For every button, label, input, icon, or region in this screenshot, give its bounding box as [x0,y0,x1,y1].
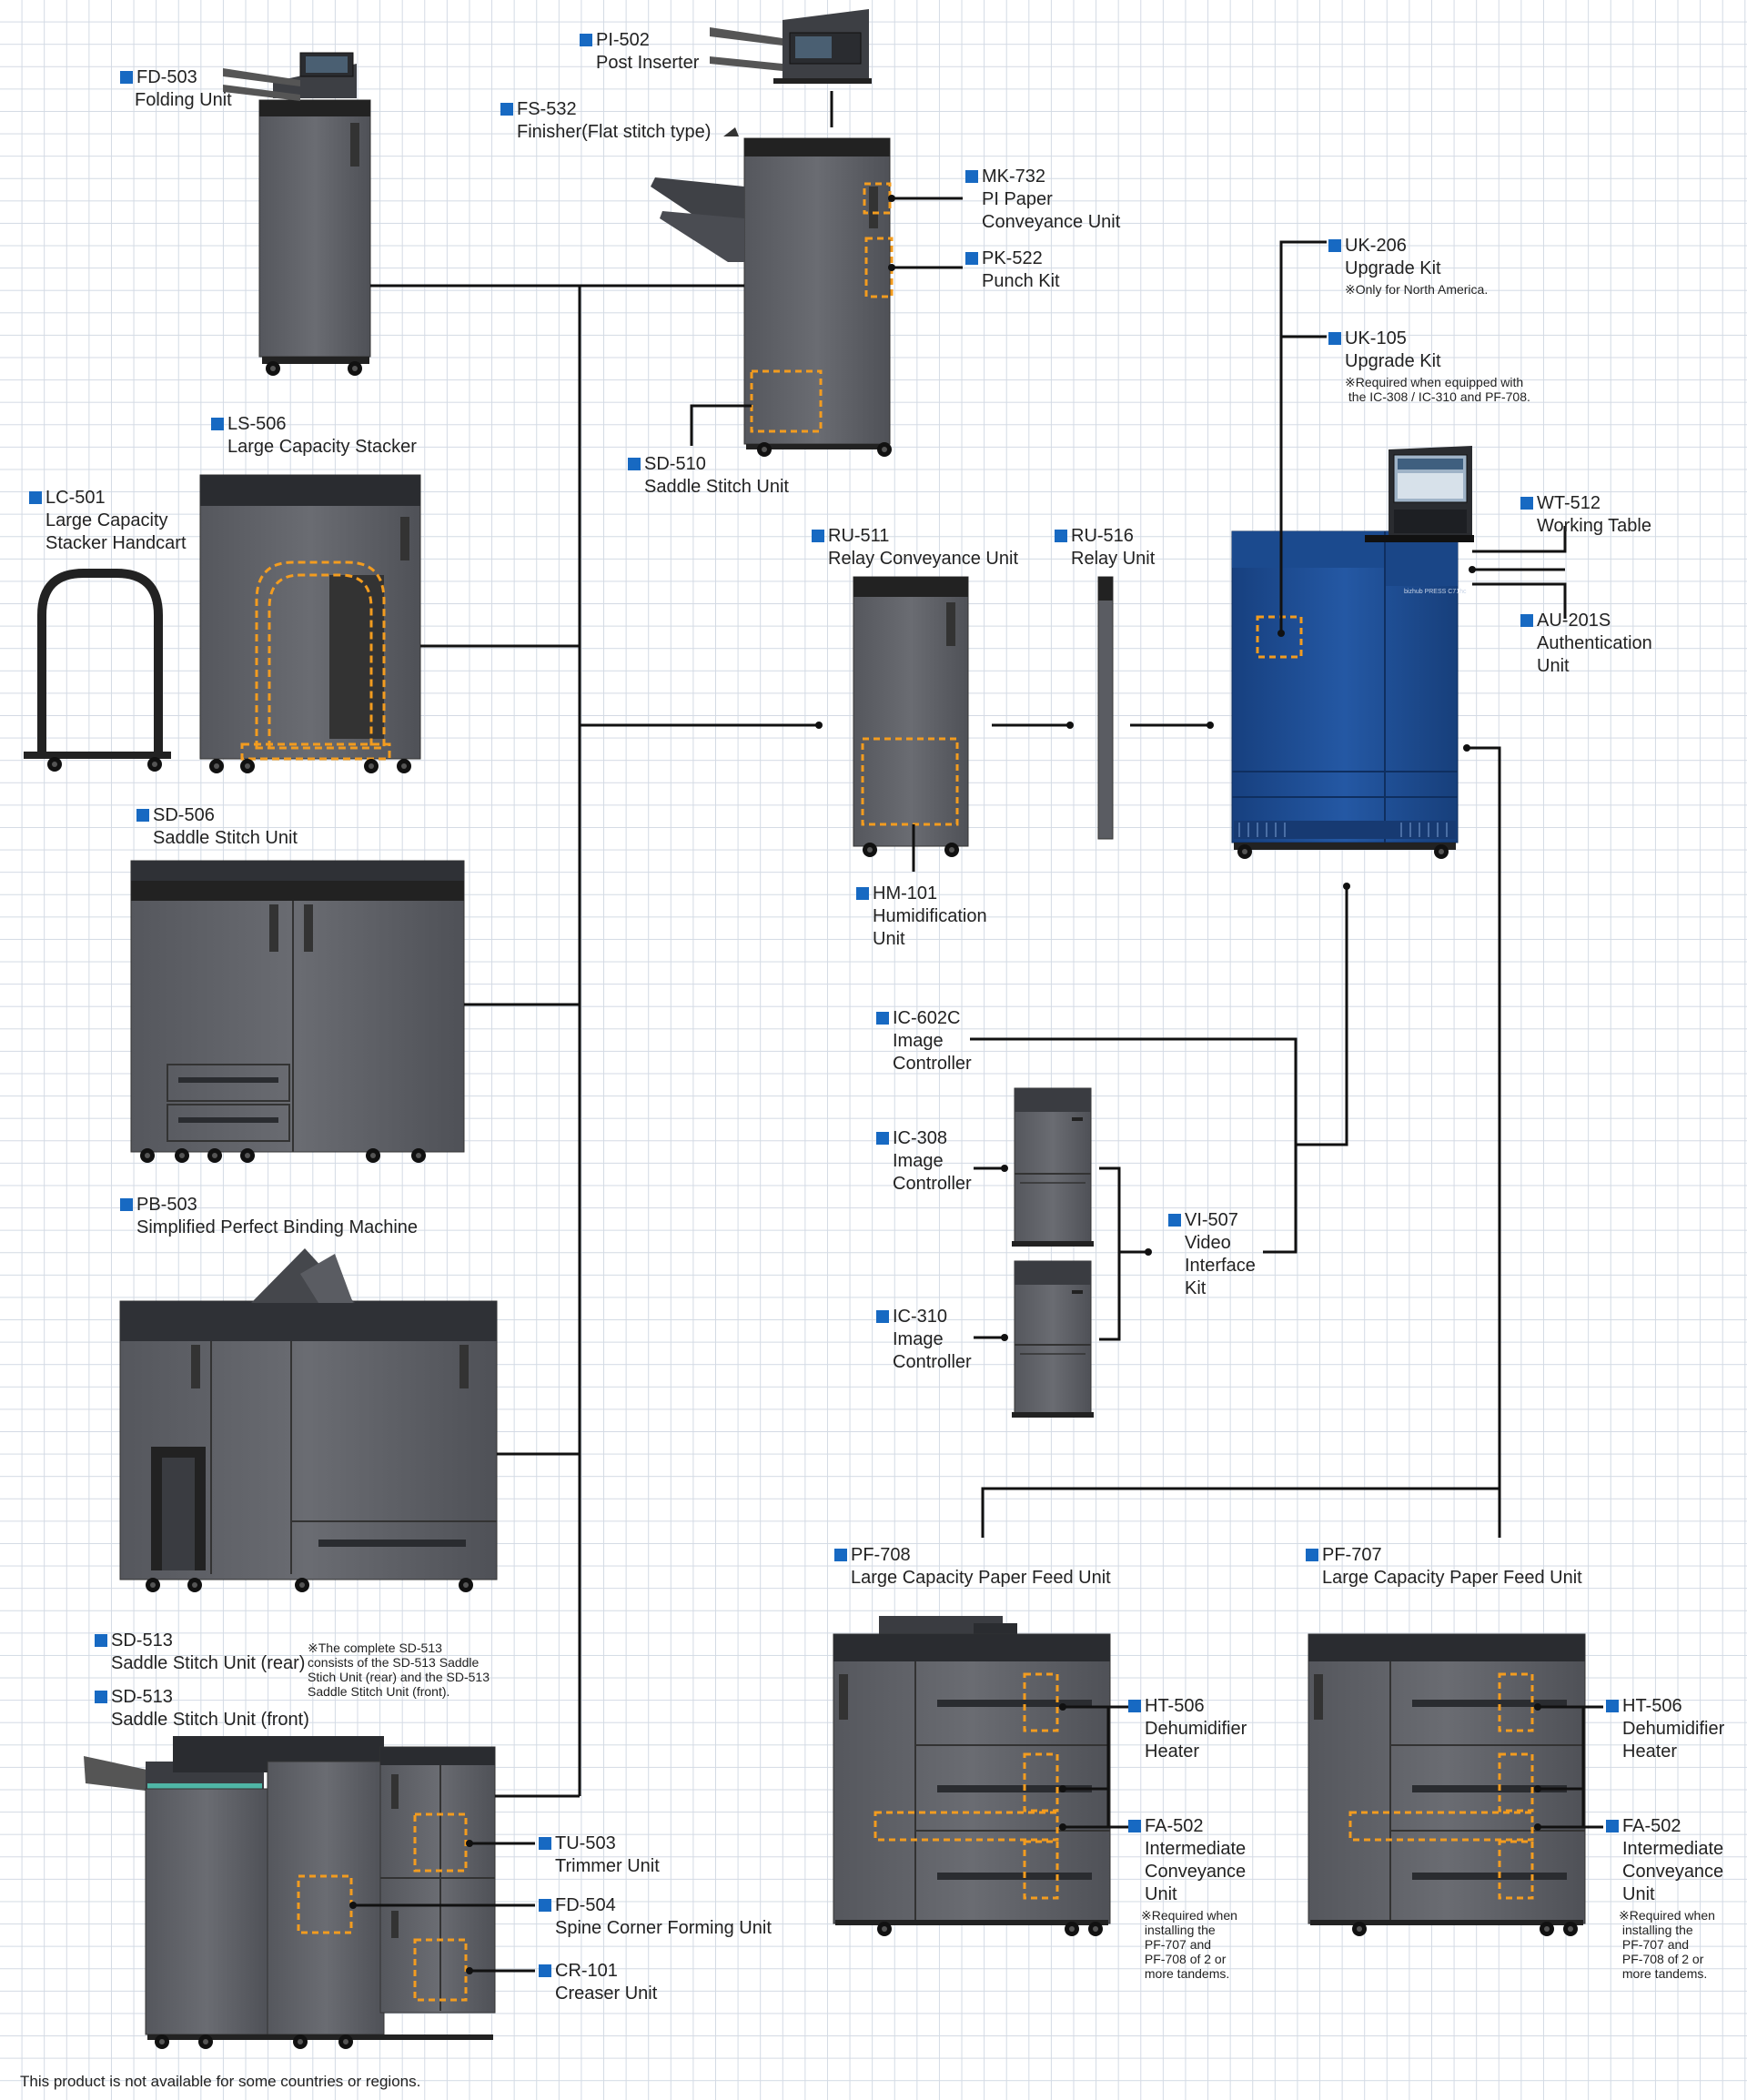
fd-503-folding-unit [223,52,371,376]
main-unit-brand: bizhub PRESS C71hc [1404,589,1467,595]
pf-708-paper-feed-unit [833,1616,1111,1936]
wire-junction-dots [349,195,1541,1974]
sd-506-saddle-stitch-unit [130,860,465,1163]
lc-501-handcart [24,569,171,772]
pb-503-perfect-binding-machine [119,1248,498,1592]
main-unit [1231,446,1474,859]
wire-network [353,91,1603,1973]
ru-511-relay-conveyance-unit [853,576,969,857]
ls-506-large-capacity-stacker [199,474,421,773]
ru-516-relay-unit [1097,576,1114,840]
footnote: This product is not available for some c… [20,2073,421,2090]
fs-532-finisher [651,127,894,457]
pi-502-post-inserter [710,9,872,84]
pf-707-paper-feed-unit [1308,1633,1586,1936]
ic-308-tower [1012,1087,1094,1247]
sd-513-saddle-stitch-unit [84,1736,496,2049]
sd-513-note: The complete SD-513 consists of the SD-5… [308,1641,490,1699]
ic-310-tower [1012,1260,1094,1418]
